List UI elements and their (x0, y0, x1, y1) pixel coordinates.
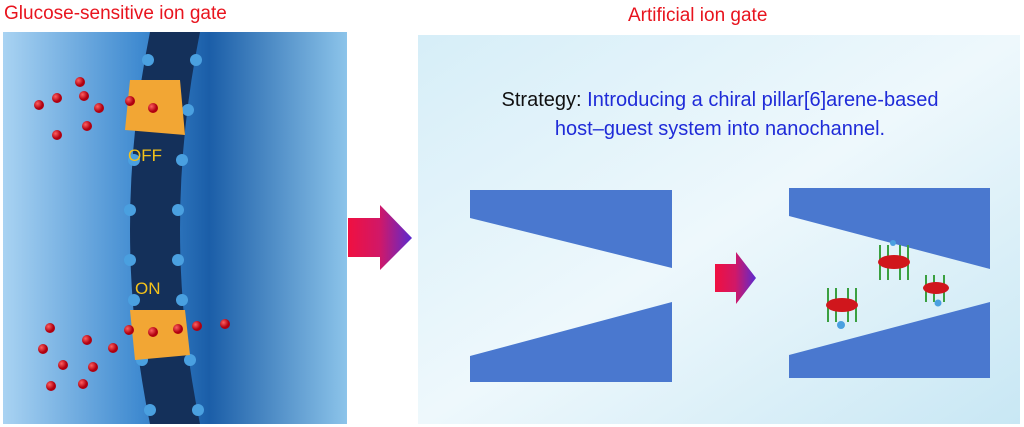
strategy-line1: Introducing a chiral pillar[6]arene-base… (587, 89, 939, 111)
strategy-line2: host–guest system into nanochannel. (554, 118, 886, 140)
left-panel-title: Glucose-sensitive ion gate (4, 3, 227, 24)
off-label: OFF (128, 146, 162, 165)
strategy-text: Strategy: Introducing a chiral pillar[6]… (420, 86, 1020, 144)
small-arrow (715, 252, 756, 304)
strategy-prefix: Strategy: (501, 89, 582, 111)
channel-top-before (470, 190, 672, 268)
channel-top-after (789, 188, 990, 269)
main-arrow (348, 205, 412, 270)
on-label: ON (135, 279, 161, 298)
right-panel-title: Artificial ion gate (628, 5, 768, 26)
channel-bottom-before (470, 302, 672, 382)
glucose-ions (34, 77, 230, 391)
host-guest-molecules (826, 240, 949, 329)
channel-bottom-after (789, 302, 990, 378)
left-panel-illustration (3, 32, 347, 424)
gate-open (130, 310, 190, 360)
